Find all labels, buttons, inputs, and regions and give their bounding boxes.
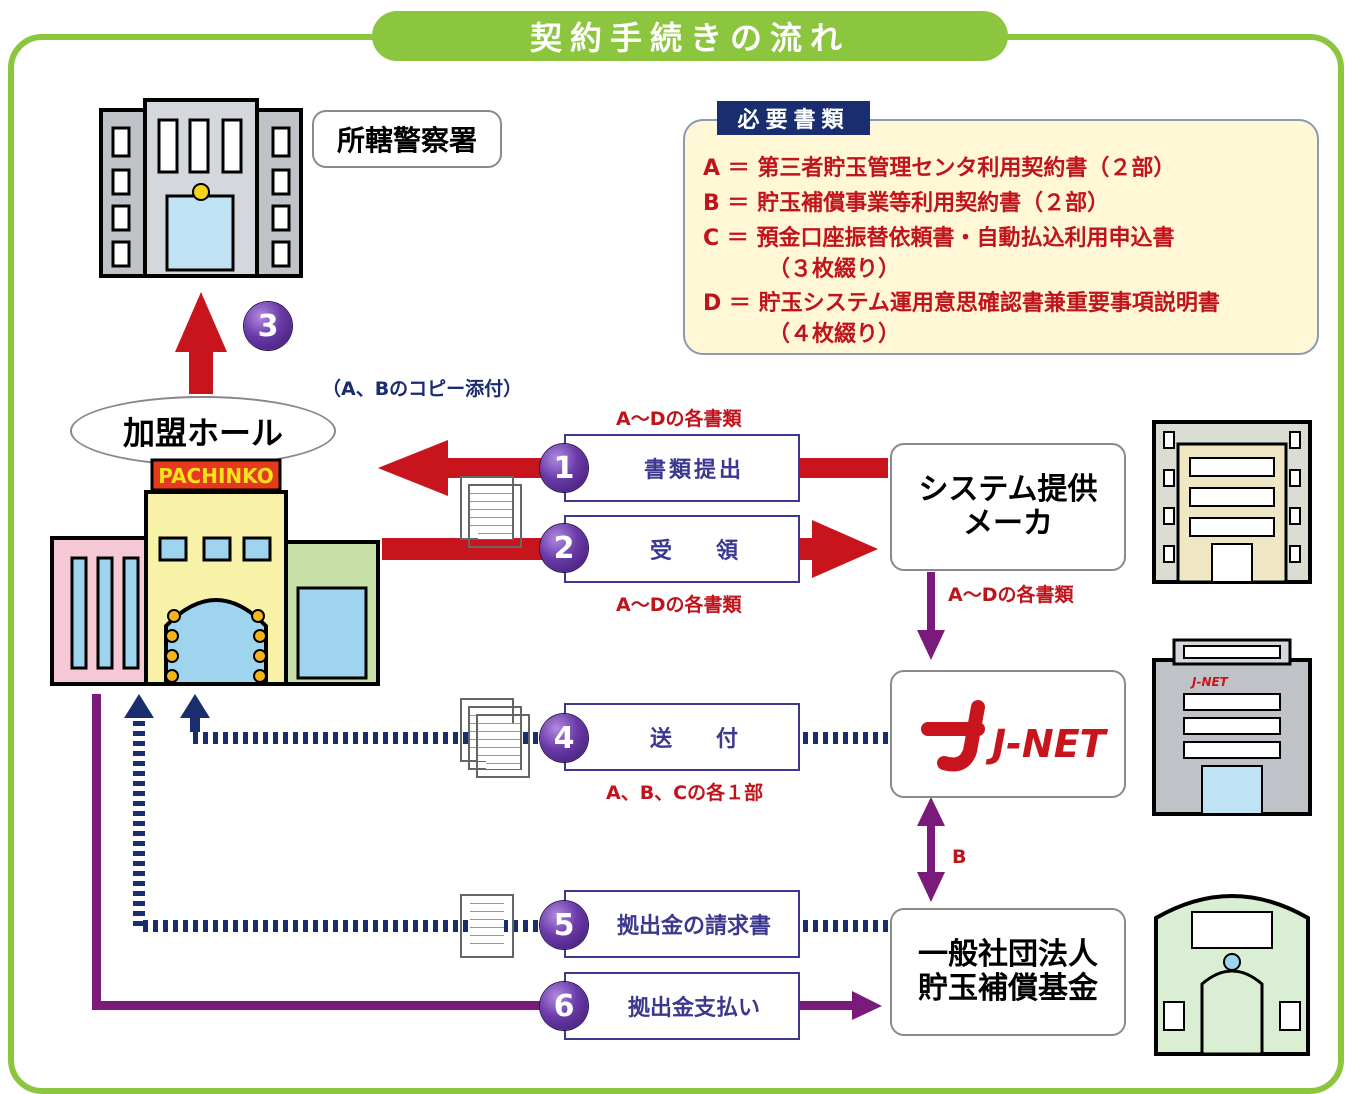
- arrow-jnet-fund-shaft: [927, 820, 935, 880]
- step6-label: 拠出金支払い: [627, 996, 760, 1021]
- required-documents-panel: [683, 119, 1319, 355]
- step5-box: 拠出金の請求書: [564, 890, 800, 958]
- arrow-jnet-fund-head-up: [917, 797, 945, 826]
- arrow-step6-vertical: [92, 694, 101, 1010]
- step-badge-6: 6: [540, 982, 588, 1030]
- pachinko-hall-icon: PACHINKO: [50, 458, 380, 686]
- arrow-hall-to-police-shaft: [189, 350, 213, 394]
- required-documents-heading: 必要書類: [717, 101, 870, 135]
- step-badge-3: 3: [244, 302, 292, 350]
- step2-label: 受 領: [649, 539, 738, 564]
- arrow-step5-head: [124, 694, 154, 718]
- step5-label: 拠出金の請求書: [616, 914, 771, 939]
- jnet-fund-note: B: [952, 846, 967, 868]
- maker-building-icon: [1152, 420, 1312, 584]
- step6-box: 拠出金支払い: [564, 972, 800, 1040]
- arrow-step1-head: [378, 440, 448, 496]
- maker-label-line1: システム提供: [918, 471, 1098, 507]
- required-doc-d: D ＝ 貯玉システム運用意思確認書兼重要事項説明書: [703, 291, 1220, 316]
- step4-label: 送 付: [649, 727, 738, 752]
- fund-box: 一般社団法人 貯玉補償基金: [890, 908, 1126, 1036]
- step4-box: 送 付: [564, 703, 800, 771]
- jnet-building-icon: J-NET: [1152, 638, 1312, 816]
- maker-label-line2: メーカ: [963, 506, 1053, 541]
- fund-label-line2: 貯玉補償基金: [918, 971, 1098, 1006]
- step2-note: A～Dの各書類: [616, 594, 742, 616]
- required-doc-b: B ＝ 貯玉補償事業等利用契約書（２部）: [703, 191, 1110, 216]
- document-icon: [476, 714, 530, 778]
- arrow-maker-to-jnet-shaft: [927, 572, 935, 634]
- step1-label: 書類提出: [643, 458, 744, 483]
- arrow-jnet-fund-head-down: [917, 872, 945, 902]
- jnet-building-sign: J-NET: [1190, 675, 1229, 689]
- required-doc-c-note: （３枚綴り）: [768, 257, 901, 282]
- arrow-step4-head: [180, 694, 210, 718]
- step1-box: 書類提出: [564, 434, 800, 502]
- required-doc-d-note: （４枚綴り）: [768, 322, 901, 347]
- fund-building-icon: [1154, 894, 1310, 1056]
- jnet-logo: J-NET: [921, 700, 1108, 772]
- required-doc-c: C ＝ 預金口座振替依頼書・自動払込利用申込書: [703, 226, 1175, 251]
- page-title: 契約手続きの流れ: [372, 11, 1008, 61]
- document-icon: [468, 484, 522, 548]
- arrow-step6-horizontal: [92, 1001, 862, 1010]
- arrow-maker-to-jnet-head: [917, 630, 945, 660]
- hall-label: 加盟ホール: [70, 396, 336, 466]
- police-building-icon: [99, 98, 303, 278]
- required-doc-a: A ＝ 第三者貯玉管理センタ利用契約書（２部）: [703, 156, 1176, 181]
- step-badge-1: 1: [540, 444, 588, 492]
- step-badge-2: 2: [540, 524, 588, 572]
- jnet-box: J-NET: [890, 670, 1126, 798]
- police-label: 所轄警察署: [312, 110, 502, 168]
- arrow-hall-to-police-head: [175, 292, 227, 352]
- step3-note: （A、Bのコピー添付）: [322, 378, 523, 400]
- jnet-logo-text: J-NET: [985, 722, 1108, 766]
- step1-note: A～Dの各書類: [616, 408, 742, 430]
- step4-note: A、B、Cの各１部: [606, 782, 764, 804]
- document-icon: [460, 894, 514, 958]
- step-badge-5: 5: [540, 901, 588, 949]
- maker-to-jnet-note: A～Dの各書類: [948, 584, 1074, 606]
- step-badge-4: 4: [540, 714, 588, 762]
- maker-box: システム提供 メーカ: [890, 443, 1126, 571]
- step2-box: 受 領: [564, 515, 800, 583]
- arrow-step2-head: [812, 520, 878, 578]
- arrow-step6-head: [852, 991, 882, 1020]
- pachinko-sign: PACHINKO: [158, 464, 274, 488]
- fund-label-line1: 一般社団法人: [918, 936, 1098, 972]
